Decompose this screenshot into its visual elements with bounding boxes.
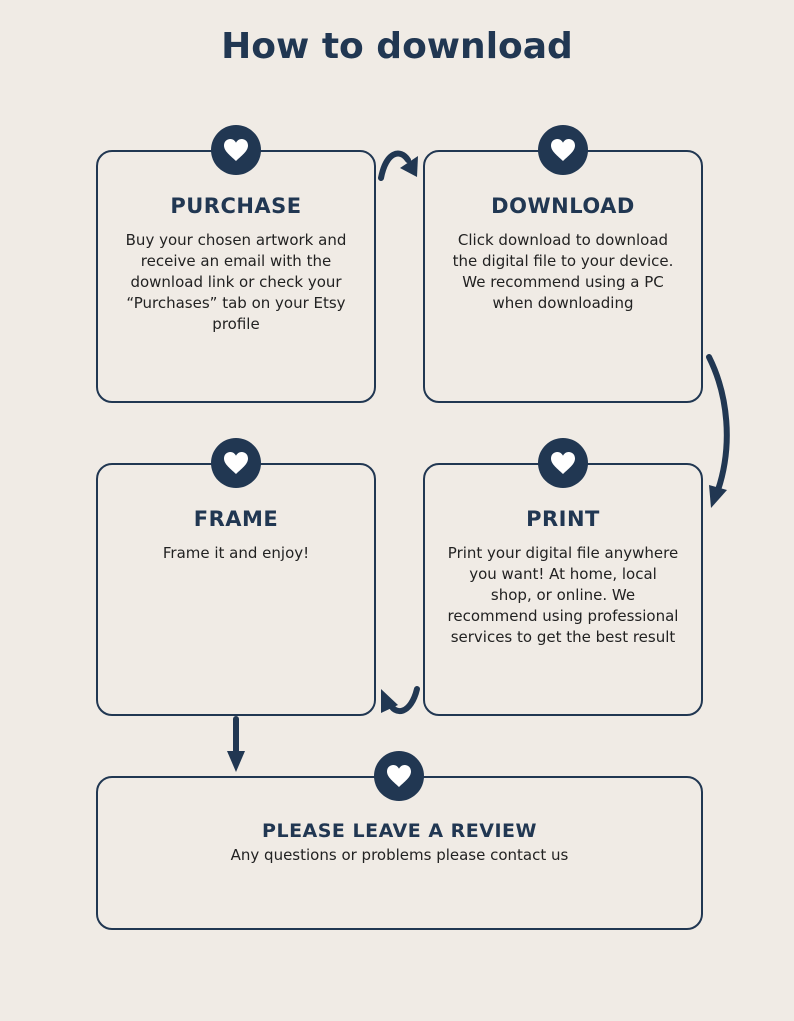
step-description: Any questions or problems please contact… [230,846,569,864]
heart-icon [374,751,424,801]
step-card-purchase: PURCHASE Buy your chosen artwork and rec… [96,150,376,403]
step-card-download: DOWNLOAD Click download to download the … [423,150,703,403]
step-heading: PRINT [526,507,600,531]
heart-icon [538,438,588,488]
step-card-print: PRINT Print your digital file anywhere y… [423,463,703,716]
page-title: How to download [221,26,573,67]
step-heading: PURCHASE [170,194,302,218]
step-description: Click download to download the digital f… [452,231,674,312]
step-description: Frame it and enjoy! [162,544,310,562]
step-card-review: PLEASE LEAVE A REVIEW Any questions or p… [96,776,703,930]
arrow-frame-to-review [227,716,245,772]
heart-icon [211,125,261,175]
step-description: Print your digital file anywhere you wan… [447,544,679,646]
heart-icon [538,125,588,175]
step-description: Buy your chosen artwork and receive an e… [125,231,347,333]
step-heading: PLEASE LEAVE A REVIEW [262,820,537,842]
step-card-frame: FRAME Frame it and enjoy! [96,463,376,716]
arrow-purchase-to-download [378,150,418,181]
step-heading: DOWNLOAD [491,194,635,218]
arrow-print-to-frame [381,686,420,715]
heart-icon [211,438,261,488]
arrow-download-to-print [706,354,730,508]
step-heading: FRAME [193,507,279,531]
